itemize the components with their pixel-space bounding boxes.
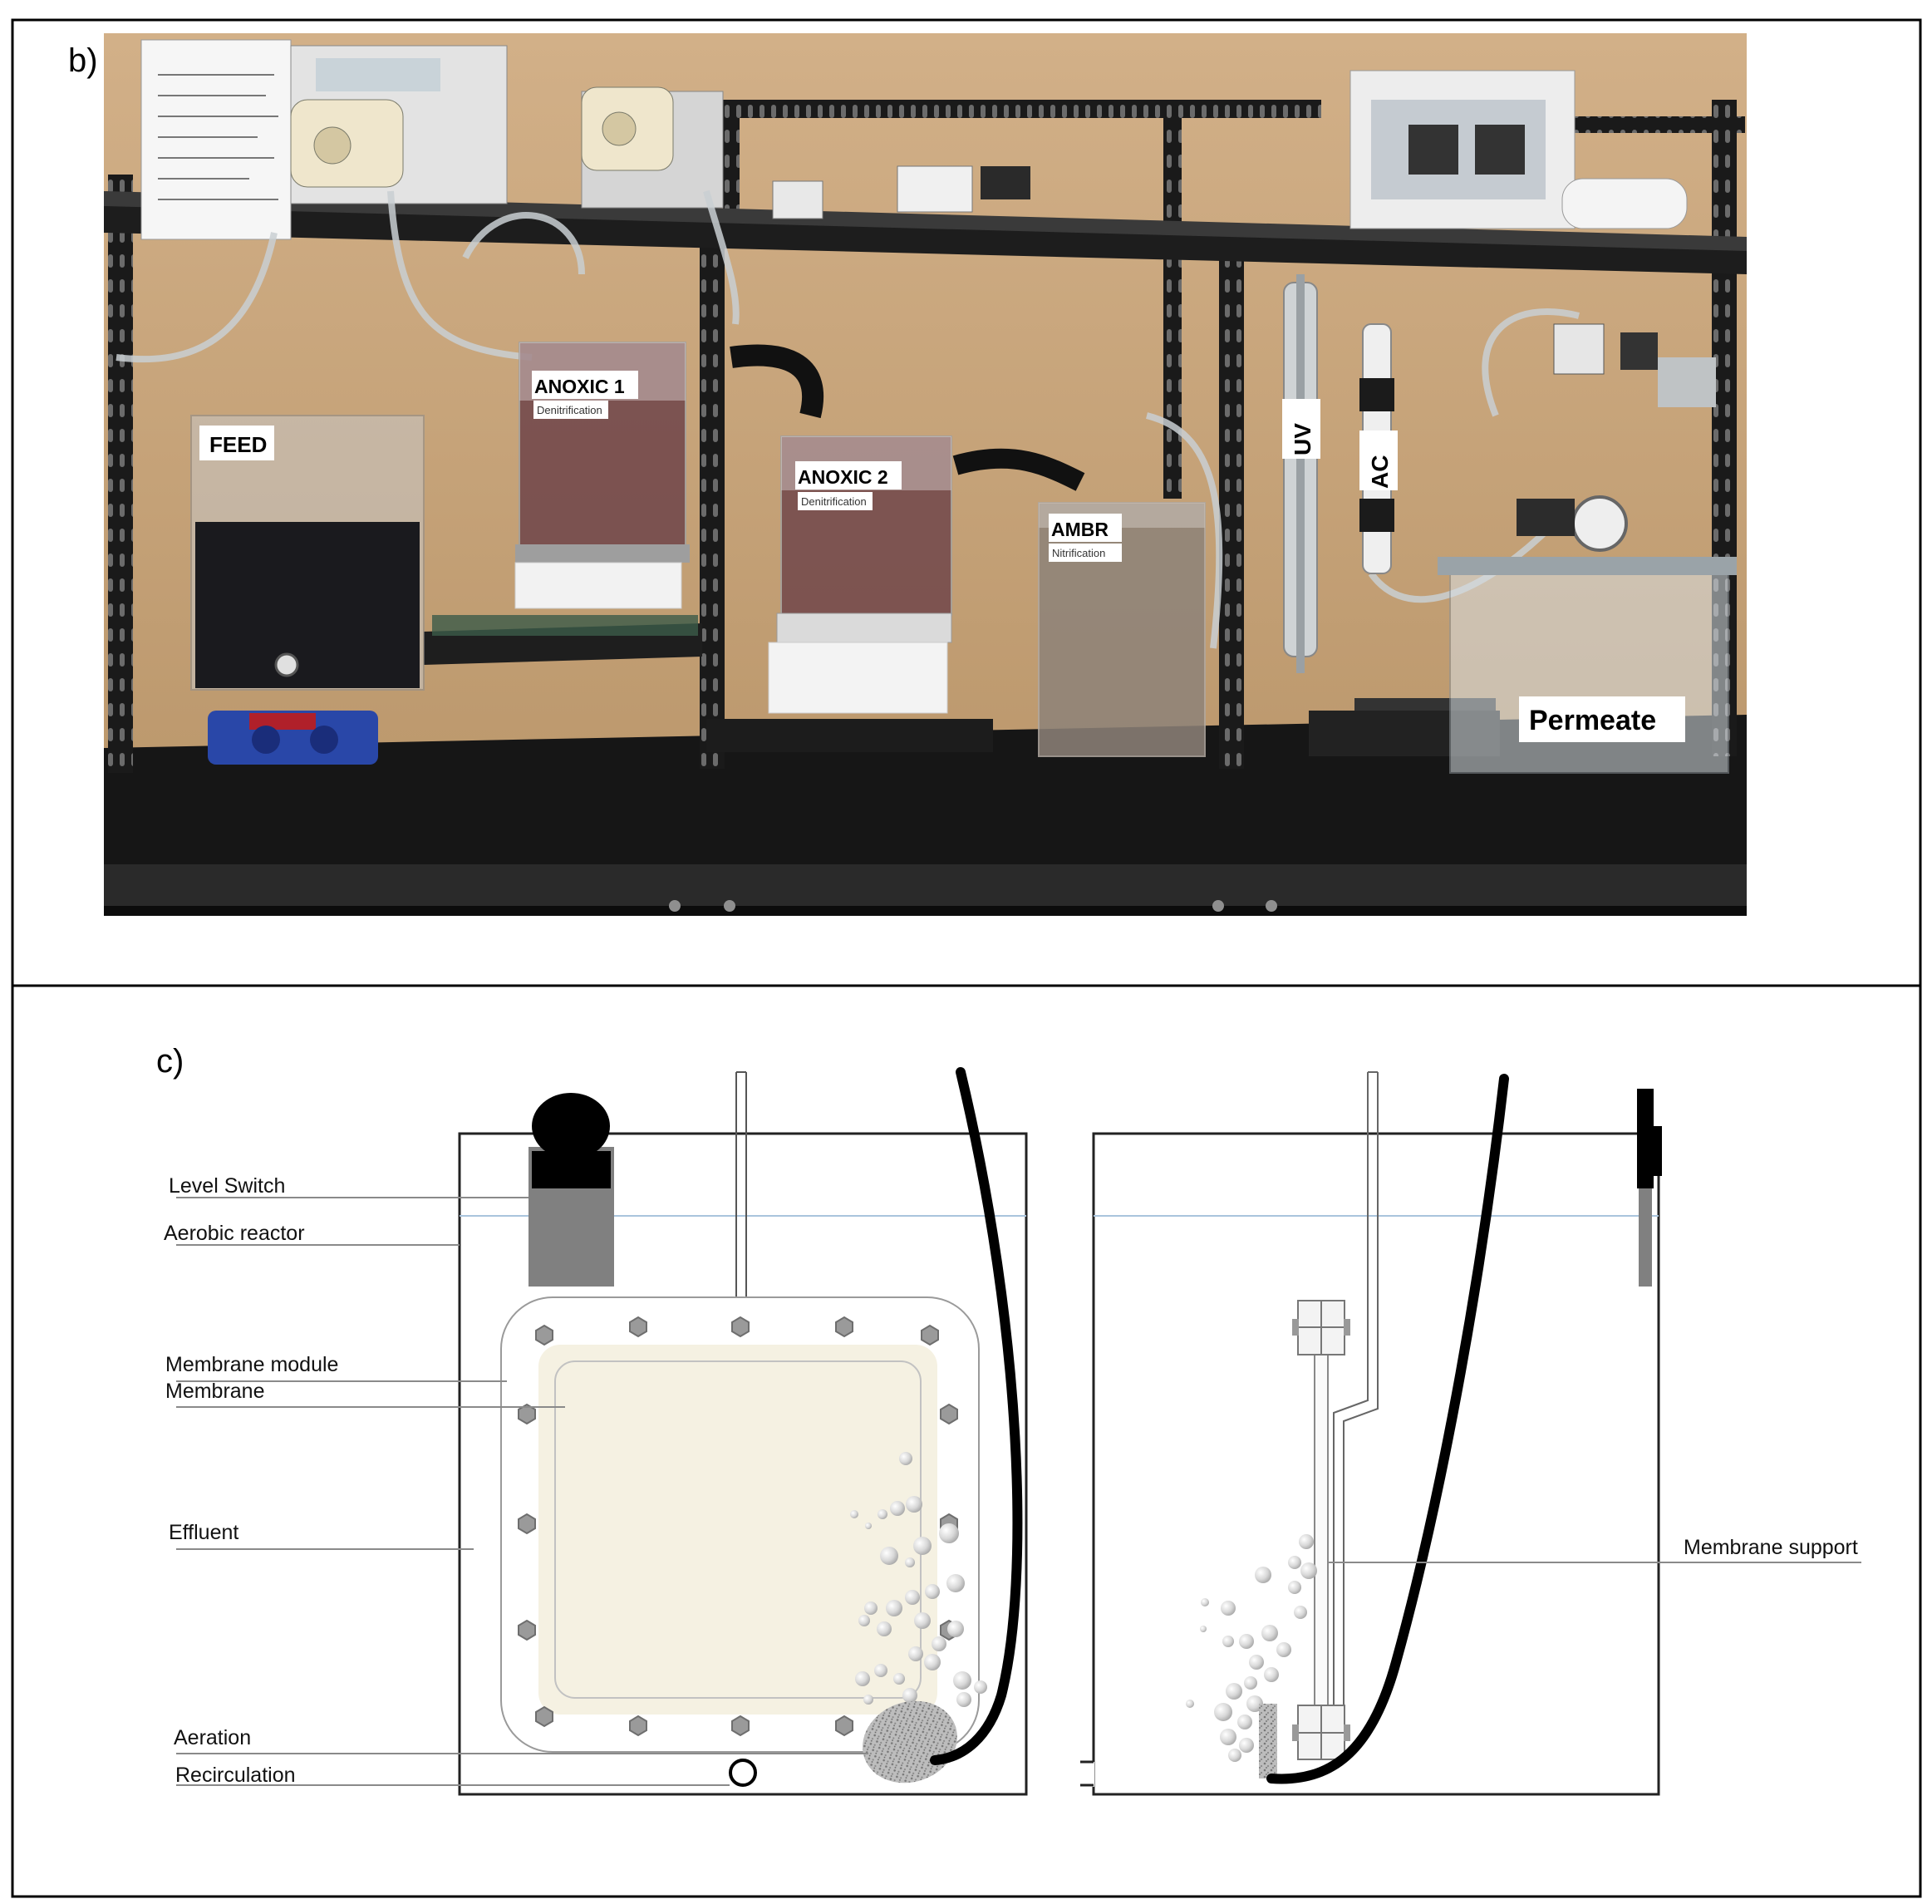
feed-label: FEED [209,432,267,457]
shelf-upright [700,220,725,769]
lab-photo: FEED ANOXIC 1 Denitrification ANOXIC 2 D… [104,33,1747,916]
uv-column [1283,274,1318,673]
anoxic-2-sublabel: Denitrification [801,495,867,508]
anoxic-1-label-box [532,371,638,399]
anoxic-1-label: ANOXIC 1 [534,376,625,397]
aeration-bubbles [850,1452,987,1707]
top-shelf [104,204,1747,274]
callout-membrane-module: Membrane module [165,1353,338,1376]
membrane-support-rod [1314,1350,1329,1709]
ambr-label: AMBR [1051,519,1109,540]
uv-label: UV [1290,423,1315,455]
pressure-gauge [1571,495,1628,552]
shelf-upright [1163,116,1182,499]
anoxic-2-label-box [795,461,902,490]
uv-label-box [1282,399,1320,459]
ac-label-box [1359,430,1398,490]
feed-label-box [199,426,274,460]
shelf-upright [108,175,133,773]
ac-label: AC [1367,455,1393,489]
feed-tank [190,415,425,765]
recirculation-port [729,1759,757,1787]
callout-effluent: Effluent [169,1521,238,1544]
air-hose [930,1067,1023,1765]
callout-aeration: Aeration [174,1726,251,1749]
anoxic-2-label: ANOXIC 2 [798,466,888,488]
permeate-label-box [1519,696,1685,742]
anoxic-1-sublabel: Denitrification [537,404,602,416]
level-switch-float [532,1093,610,1159]
reactor-front-view [458,1067,1028,1796]
callout-membrane-support: Membrane support [1684,1536,1858,1559]
shelf-upright [723,100,740,224]
ambr-label-box [1049,514,1122,542]
black-fitting [730,344,824,419]
reactor-side-view [1080,1071,1662,1796]
callout-leaders [176,1197,1861,1786]
side-aeration-stone [1259,1704,1277,1779]
ambr-sublabel: Nitrification [1052,547,1105,559]
callout-level-switch: Level Switch [169,1174,285,1198]
callout-recirculation: Recirculation [175,1764,296,1787]
effluent-pipe [735,1072,747,1321]
side-aeration-bubbles [1186,1534,1317,1762]
aerobic-reactor-tank [458,1132,1028,1796]
shelf-upright [1219,237,1244,769]
callout-membrane: Membrane [165,1380,265,1403]
side-level-switch [1637,1089,1654,1188]
permeate-label: Permeate [1529,705,1656,736]
paper-note [140,39,292,240]
side-air-hose [1266,1074,1509,1784]
panel-c-letter: c) [156,1043,184,1080]
membrane-sheet [538,1345,937,1715]
panel-b-letter: b) [68,42,98,79]
side-reactor-tank [1092,1132,1660,1796]
tubing [116,232,278,363]
callout-aerobic-reactor: Aerobic reactor [164,1222,305,1245]
